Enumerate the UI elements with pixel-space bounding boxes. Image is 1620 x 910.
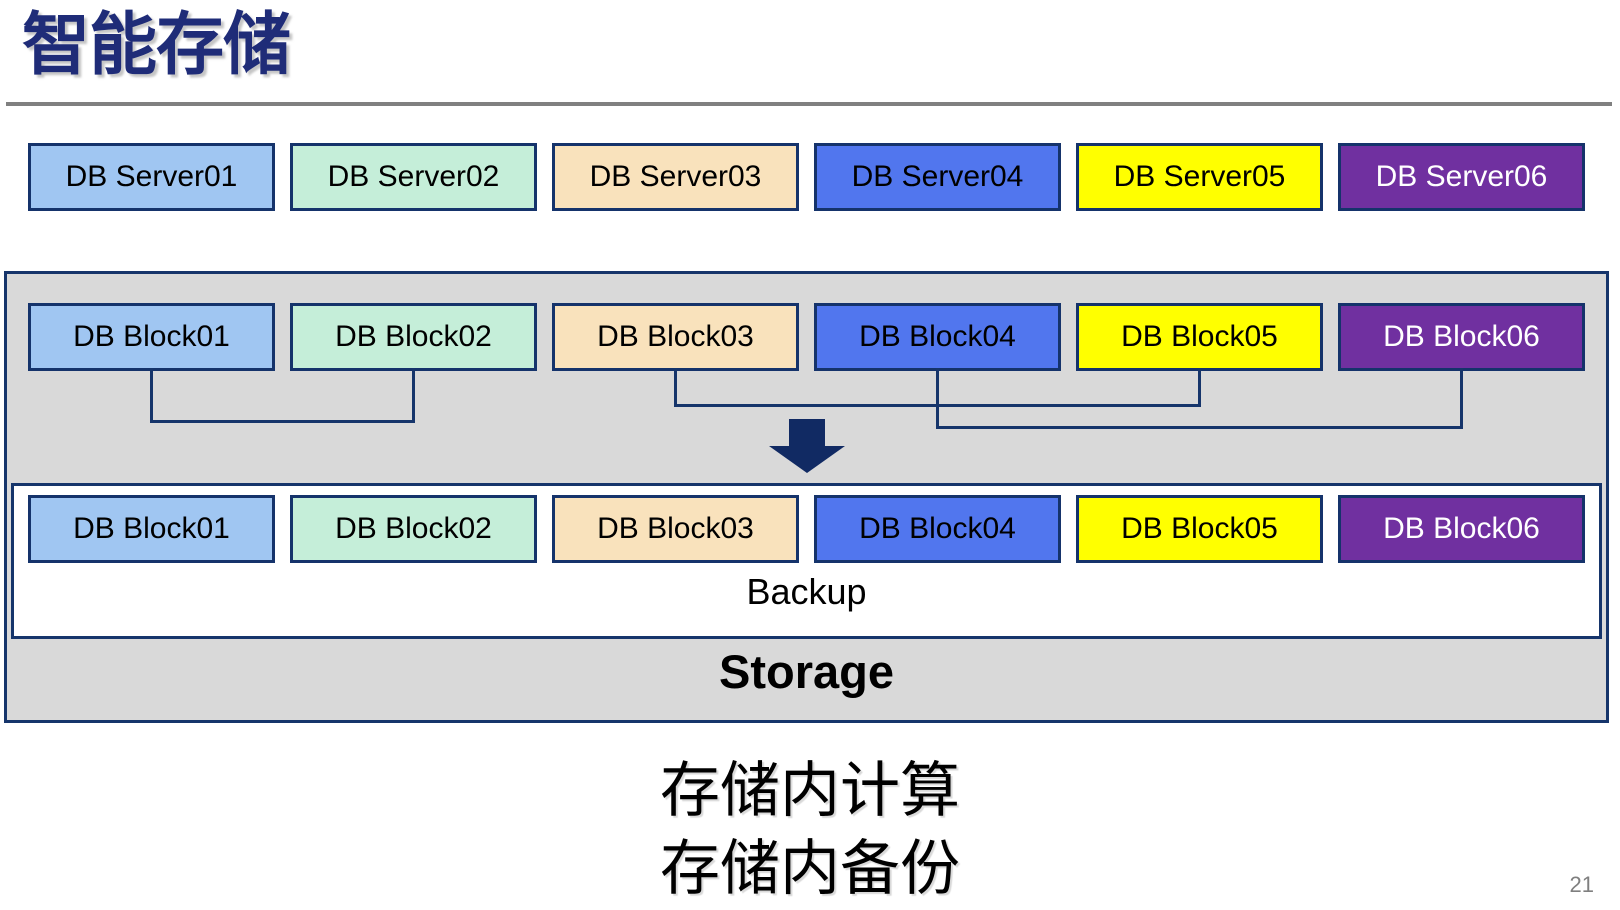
slide-title: 智能存储 [22, 7, 291, 83]
connector-line [1460, 368, 1463, 429]
db-server-box-03: DB Server03 [552, 143, 799, 211]
db-block-bottom-box-04: DB Block04 [814, 495, 1061, 563]
db-server-box-02: DB Server02 [290, 143, 537, 211]
db-block-top-box-06: DB Block06 [1338, 303, 1585, 371]
backup-label: Backup [746, 571, 867, 612]
page-number: 21 [1569, 872, 1594, 897]
db-block-bottom-box-02: DB Block02 [290, 495, 537, 563]
connector-line [936, 368, 939, 429]
db-block-top-box-02: DB Block02 [290, 303, 537, 371]
db-block-top-box-05: DB Block05 [1076, 303, 1323, 371]
down-arrow-icon [769, 419, 845, 473]
storage-label: Storage [719, 645, 894, 698]
caption-line-1: 存储内计算 [660, 757, 960, 824]
db-block-bottom-box-01: DB Block01 [28, 495, 275, 563]
db-block-top-box-03: DB Block03 [552, 303, 799, 371]
db-server-box-05: DB Server05 [1076, 143, 1323, 211]
db-server-box-06: DB Server06 [1338, 143, 1585, 211]
connector-line [674, 368, 677, 407]
connector-line [150, 420, 415, 423]
caption-line-2: 存储内备份 [660, 835, 960, 902]
connector-line [936, 426, 1463, 429]
connector-line [412, 368, 415, 423]
db-server-box-01: DB Server01 [28, 143, 275, 211]
connector-line [150, 368, 153, 423]
backup-box [11, 483, 1602, 639]
db-block-bottom-box-03: DB Block03 [552, 495, 799, 563]
db-block-top-box-04: DB Block04 [814, 303, 1061, 371]
db-block-bottom-box-06: DB Block06 [1338, 495, 1585, 563]
db-block-top-box-01: DB Block01 [28, 303, 275, 371]
connector-line [1198, 368, 1201, 407]
db-server-box-04: DB Server04 [814, 143, 1061, 211]
caption: 存储内计算 存储内备份 [0, 752, 1620, 908]
db-block-bottom-box-05: DB Block05 [1076, 495, 1323, 563]
title-divider [6, 102, 1612, 106]
